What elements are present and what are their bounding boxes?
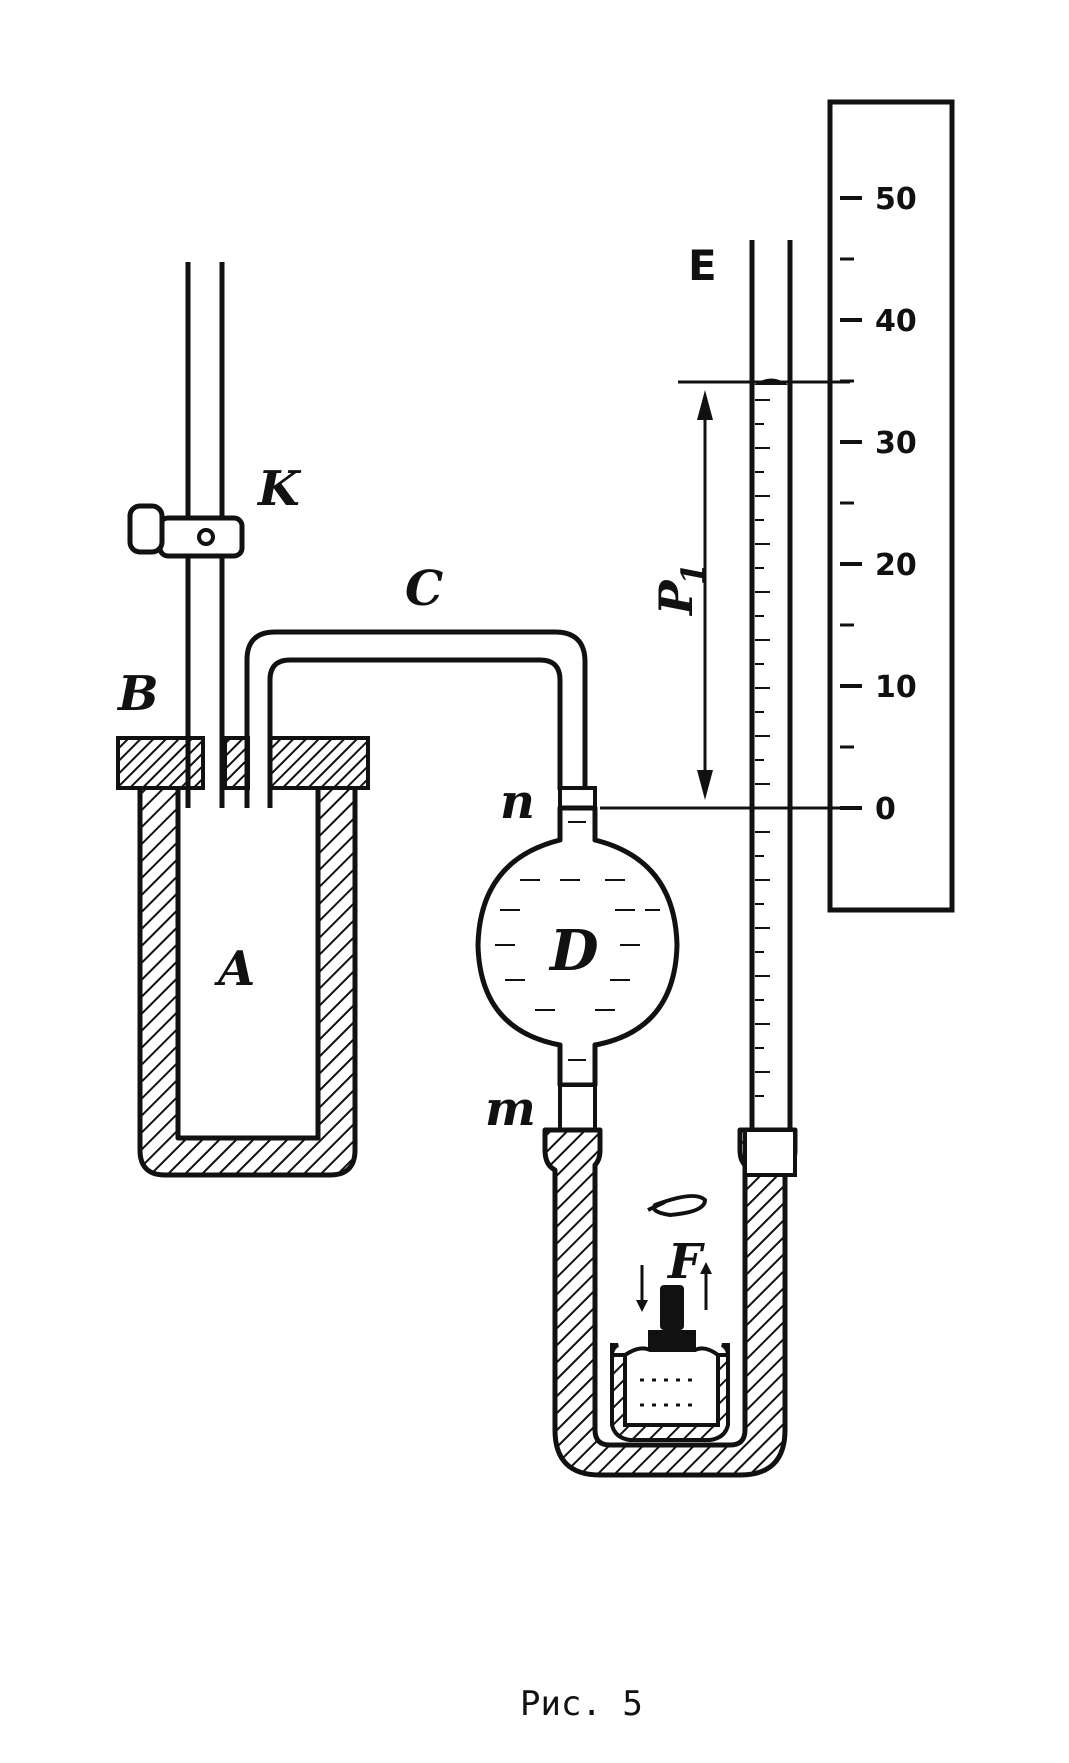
scale-tick-label: 40	[875, 304, 917, 339]
label-f: F	[666, 1234, 705, 1290]
bulb-liquid-dashes	[495, 821, 660, 1061]
stopper-b	[116, 736, 370, 790]
label-c: C	[405, 561, 443, 617]
scale-panel: 50 40 30 20 10 0	[827, 99, 955, 913]
label-a: A	[214, 941, 255, 997]
scale-tick-label: 30	[875, 426, 917, 461]
scale-tick-label: 20	[875, 548, 917, 583]
clamp-k	[127, 503, 245, 559]
p1-arrow	[697, 390, 713, 800]
figure-caption: Рис. 5	[520, 1684, 643, 1724]
connecting-tube-c	[244, 629, 588, 808]
scale-ticks: 50 40 30 20 10 0	[840, 182, 917, 827]
label-p1: P 1	[649, 563, 712, 617]
label-d: D	[548, 918, 599, 984]
label-p: P	[649, 579, 703, 617]
level-lines	[600, 380, 850, 810]
scale-tick-label: 10	[875, 670, 917, 705]
label-p-sub: 1	[674, 563, 712, 585]
label-b: B	[116, 666, 159, 722]
tube-graduations	[755, 399, 770, 1097]
bulb-d	[475, 786, 680, 1132]
manometer-tube-e	[743, 240, 797, 1177]
scale-tick-label: 0	[875, 792, 896, 827]
label-m: m	[485, 1081, 536, 1137]
label-k: K	[256, 461, 302, 517]
scale-tick-label: 50	[875, 182, 917, 217]
label-n: n	[500, 774, 535, 830]
label-e: E	[688, 241, 717, 290]
bellows-f	[609, 1194, 731, 1442]
